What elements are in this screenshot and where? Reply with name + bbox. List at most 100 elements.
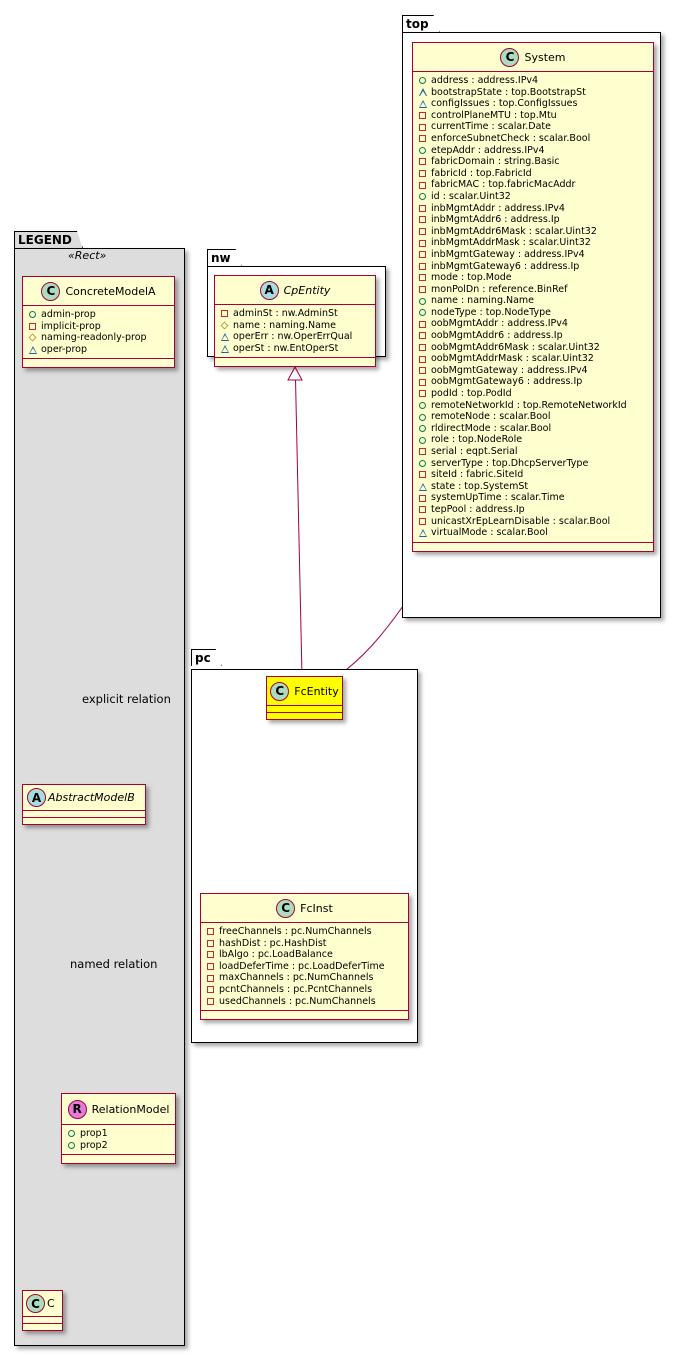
attribute-text: configIssues : top.ConfigIssues [431,98,578,110]
package-visibility-icon [419,99,427,108]
class-c[interactable]: C C [22,1290,63,1331]
private-visibility-icon [419,320,426,328]
attribute-row: implicit-prop [29,321,170,333]
public-visibility-icon [68,1141,75,1149]
attribute-row: lbAlgo : pc.LoadBalance [207,949,404,961]
attribute-row: prop2 [68,1140,171,1152]
class-fcentity[interactable]: C FcEntity [266,676,343,720]
attribute-text: freeChannels : pc.NumChannels [219,926,372,937]
attribute-row: currentTime : scalar.Date [419,121,649,133]
attribute-row: maxChannels : pc.NumChannels [207,972,404,984]
private-visibility-icon [419,204,426,212]
attribute-row: remoteNetworkId : top.RemoteNetworkId [419,400,649,412]
attribute-row: systemUpTime : scalar.Time [419,492,649,504]
private-visibility-icon [419,367,426,375]
package-top-name: top [402,15,440,32]
attribute-text: oobMgmtAddr6 : address.Ip [431,330,563,342]
package-legend-name: LEGEND [14,231,83,248]
attribute-row: operSt : nw.EntOperSt [221,343,371,355]
attribute-row: usedChannels : pc.NumChannels [207,996,404,1008]
package-legend-tab: LEGEND [14,231,83,248]
private-visibility-icon [207,997,214,1005]
attribute-text: currentTime : scalar.Date [431,121,551,133]
private-visibility-icon [207,974,214,982]
public-visibility-icon [419,413,426,421]
class-header: A AbstractModelB [23,785,145,811]
class-name: CpEntity [283,283,331,297]
public-visibility-icon [419,193,426,201]
attribute-text: systemUpTime : scalar.Time [431,492,565,504]
class-abstractmodelb[interactable]: A AbstractModelB [22,784,146,825]
private-visibility-icon [419,216,426,224]
private-visibility-icon [419,123,426,131]
private-visibility-icon [419,239,426,247]
attribute-text: nodeType : top.NodeType [431,306,551,318]
class-header: C System [413,43,653,72]
attribute-row: pcntChannels : pc.PcntChannels [207,984,404,996]
private-visibility-icon [419,170,426,178]
attribute-text: mode : top.Mode [431,272,512,284]
attribute-text: inbMgmtAddr6 : address.Ip [431,214,560,226]
private-visibility-icon [207,963,214,971]
attribute-row: fabricId : top.FabricId [419,168,649,180]
attribute-row: operErr : nw.OperErrQual [221,331,371,343]
package-visibility-icon [221,344,229,353]
private-visibility-icon [221,310,228,318]
attribute-text: prop1 [80,1128,108,1139]
attribute-section [23,811,145,818]
attribute-text: implicit-prop [41,320,101,332]
class-c-icon: C [41,281,61,301]
attribute-row: monPolDn : reference.BinRef [419,284,649,296]
method-section [23,818,145,824]
attribute-text: oper-prop [41,343,87,355]
class-header: C FcInst [201,894,408,923]
attribute-row: siteId : fabric.SiteId [419,469,649,481]
attribute-text: state : top.SystemSt [431,480,529,492]
attribute-row: inbMgmtAddrMask : scalar.Uint32 [419,237,649,249]
attribute-text: unicastXrEpLearnDisable : scalar.Bool [431,515,611,527]
attribute-row: hashDist : pc.HashDist [207,938,404,950]
private-visibility-icon [419,506,426,514]
public-visibility-icon [419,309,426,317]
method-section [201,1011,408,1019]
private-visibility-icon [207,951,214,959]
attribute-text: enforceSubnetCheck : scalar.Bool [431,132,591,144]
class-name: System [524,50,566,64]
private-visibility-icon [419,471,426,479]
method-section [267,713,342,719]
class-name: FcInst [300,901,333,915]
class-name: FcEntity [294,684,339,698]
protected-visibility-icon [28,334,37,342]
attribute-text: lbAlgo : pc.LoadBalance [219,949,333,961]
attribute-text: inbMgmtGateway : address.IPv4 [431,248,585,260]
attribute-text: inbMgmtAddr6Mask : scalar.Uint32 [431,225,597,237]
attribute-row: oobMgmtAddr : address.IPv4 [419,318,649,330]
attribute-row: oobMgmtAddrMask : scalar.Uint32 [419,353,649,365]
attribute-row: role : top.NodeRole [419,434,649,446]
attribute-row: nodeType : top.NodeType [419,307,649,319]
attribute-text: usedChannels : pc.NumChannels [219,995,376,1007]
class-c-icon: C [26,1294,45,1313]
class-name: ConcreteModelA [65,284,156,298]
attribute-text: loadDeferTime : pc.LoadDeferTime [219,960,385,972]
abstract-class-icon: A [259,280,279,300]
attribute-row: configIssues : top.ConfigIssues [419,98,649,110]
attribute-text: maxChannels : pc.NumChannels [219,972,374,984]
private-visibility-icon [207,986,214,994]
class-header: C C [23,1291,62,1317]
attribute-row: controlPlaneMTU : top.Mtu [419,110,649,122]
public-visibility-icon [68,1130,75,1138]
public-visibility-icon [419,436,426,444]
attribute-text: oobMgmtGateway6 : address.Ip [431,376,583,388]
composition-edge-system-fcentity [337,595,411,677]
method-section [23,359,174,367]
public-visibility-icon [419,297,426,305]
attribute-row: bootstrapState : top.BootstrapSt [419,87,649,99]
private-visibility-icon [419,343,426,351]
